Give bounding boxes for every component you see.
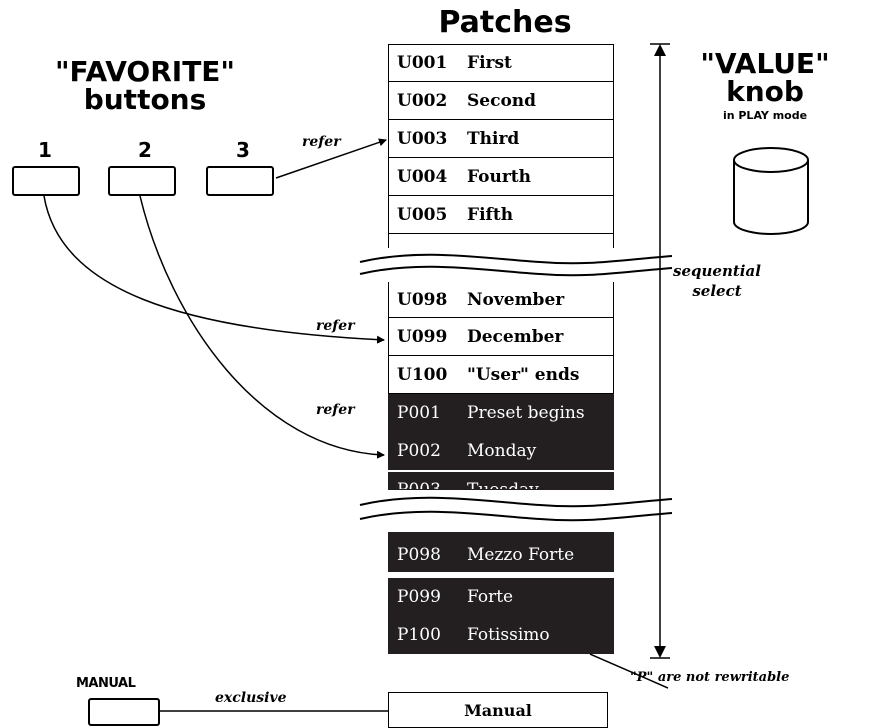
value-knob-icon xyxy=(734,148,808,234)
refer-label-3: refer xyxy=(302,134,341,150)
sequential-arrow-down xyxy=(654,646,666,658)
refer-label-1: refer xyxy=(316,318,355,334)
sequential-label-line1: sequential xyxy=(662,262,772,282)
break-gap-1 xyxy=(360,248,660,282)
sequential-select-label: sequential select xyxy=(662,262,772,301)
not-rewritable-note: "P" are not rewritable xyxy=(630,670,789,685)
manual-box-label: Manual xyxy=(464,701,532,720)
manual-box[interactable]: Manual xyxy=(388,692,608,728)
refer-label-2: refer xyxy=(316,402,355,418)
exclusive-label: exclusive xyxy=(215,690,287,706)
manual-label: MANUAL xyxy=(76,676,135,691)
sequential-arrow-up xyxy=(654,44,666,56)
sequential-label-line2: select xyxy=(662,282,772,302)
manual-button[interactable] xyxy=(88,698,160,726)
